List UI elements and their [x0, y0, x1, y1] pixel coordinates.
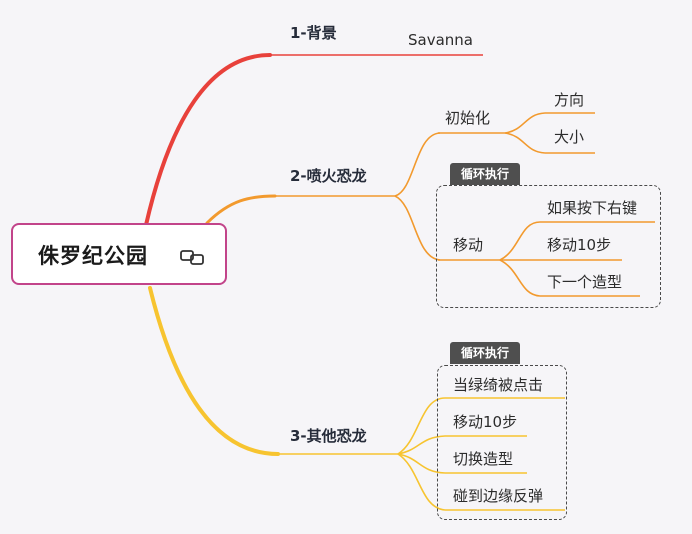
loop-tag-other-dino: 循环执行	[450, 342, 520, 364]
connector-background	[144, 53, 272, 227]
node-bounce[interactable]: 碰到边缘反弹	[453, 487, 544, 505]
connector-other-dino	[148, 286, 280, 456]
connector-green-flag	[397, 397, 446, 455]
node-right-key[interactable]: 如果按下右键	[547, 199, 638, 217]
link-icon[interactable]	[179, 247, 205, 267]
node-size[interactable]: 大小	[554, 128, 585, 146]
connector-bounce	[397, 453, 446, 511]
connector-switch-costume	[397, 453, 446, 474]
root-node[interactable]: 侏罗纪公园	[11, 223, 227, 285]
node-move10-b[interactable]: 移动10步	[453, 413, 518, 431]
connector-move	[394, 195, 441, 261]
connector-right-key	[499, 221, 541, 261]
loop-box-fire-dino	[436, 185, 661, 308]
node-green-flag[interactable]: 当绿绮被点击	[453, 376, 544, 394]
connector-direction	[504, 112, 546, 134]
connector-move10-b	[397, 435, 446, 455]
branch-background[interactable]: 1-背景	[290, 24, 337, 42]
connector-init	[394, 132, 441, 197]
loop-box-other-dino	[437, 365, 567, 520]
node-move[interactable]: 移动	[453, 236, 484, 254]
branch-fire-dino[interactable]: 2-喷火恐龙	[290, 167, 367, 185]
branch-other-dino[interactable]: 3-其他恐龙	[290, 427, 367, 445]
loop-tag-fire-dino: 循环执行	[450, 163, 520, 185]
node-next-costume[interactable]: 下一个造型	[547, 273, 623, 291]
node-direction[interactable]: 方向	[554, 91, 585, 109]
connector-fire-dino	[205, 194, 277, 225]
connector-size	[504, 132, 546, 154]
connector-next-costume	[499, 259, 541, 297]
root-title: 侏罗纪公园	[38, 244, 148, 268]
node-init[interactable]: 初始化	[445, 109, 491, 127]
node-switch-costume[interactable]: 切换造型	[453, 450, 514, 468]
node-move10-a[interactable]: 移动10步	[547, 236, 612, 254]
node-savanna[interactable]: Savanna	[408, 31, 473, 49]
